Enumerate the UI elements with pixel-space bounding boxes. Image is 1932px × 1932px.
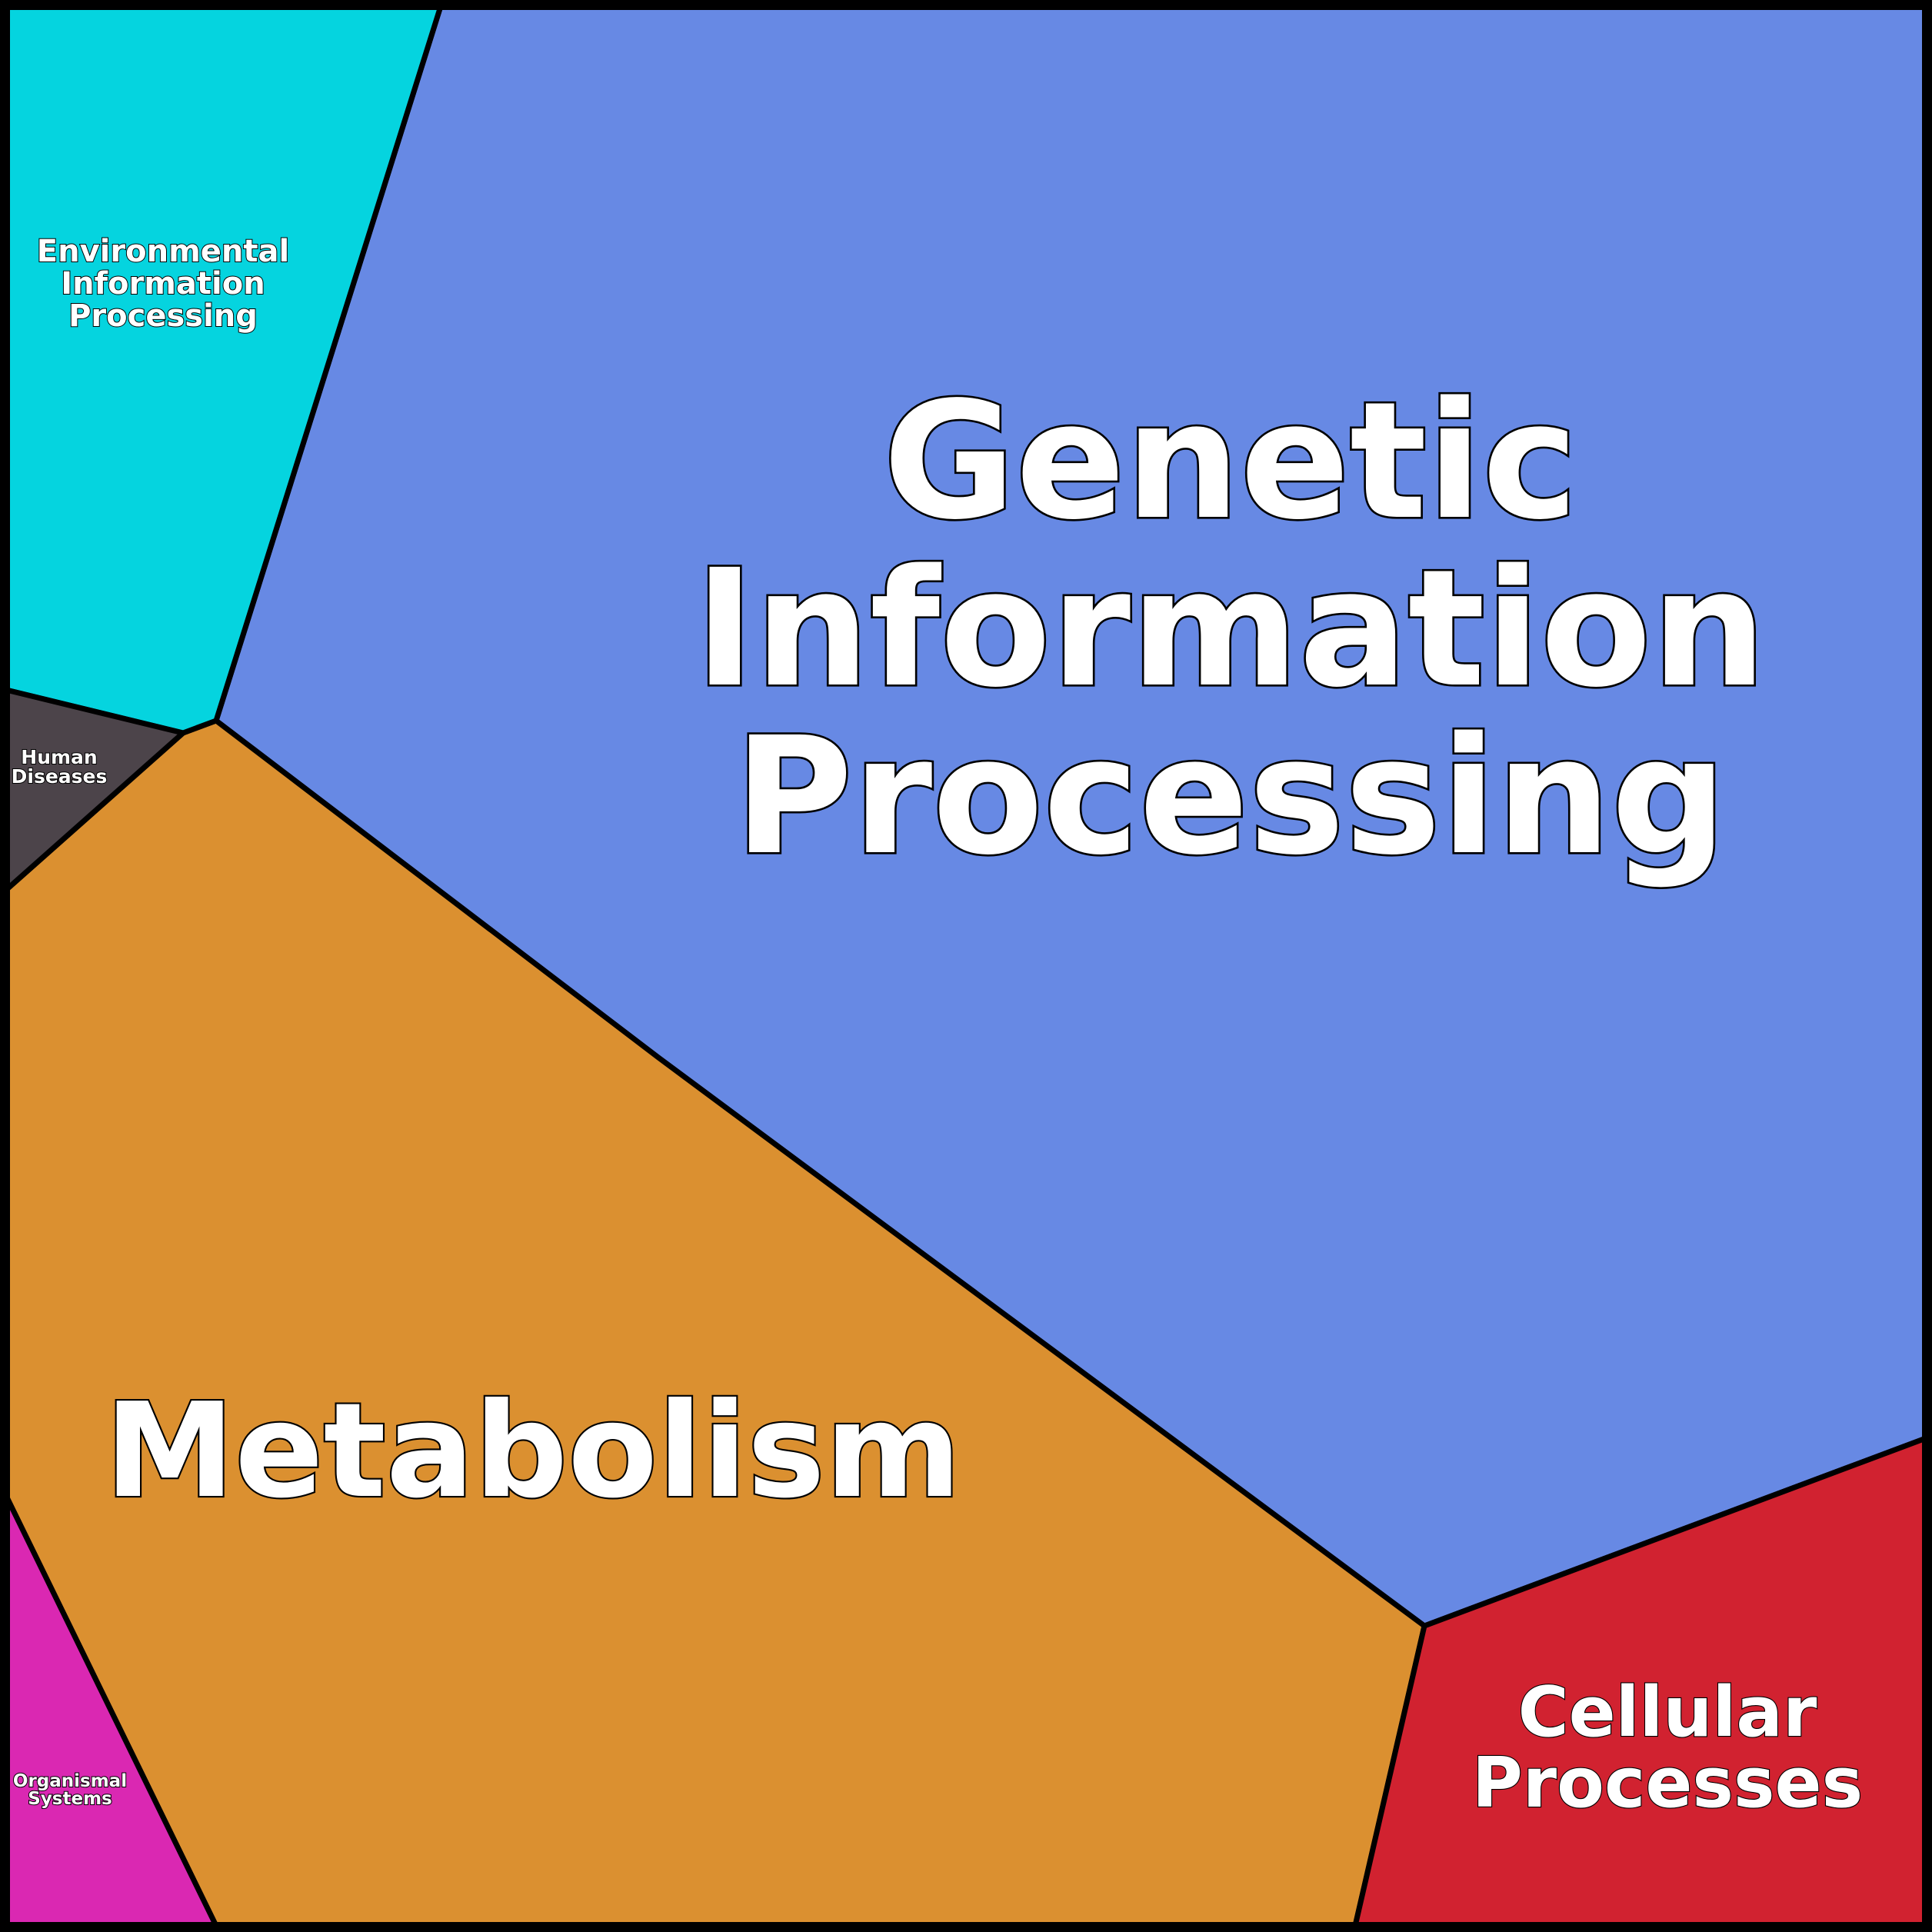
cells-layer [3,3,1929,1929]
label-genetic-line-1: Genetic [883,367,1578,555]
label-environmental-line-2: Information [61,266,265,301]
label-environmental-line-1: Environmental [37,234,289,269]
label-human-line-2: Diseases [12,765,108,788]
label-cellular-line-2: Processes [1472,1743,1863,1824]
label-genetic-line-2: Information [695,535,1767,723]
label-metabolism: Metabolism [105,1375,961,1527]
label-organismal-line-2: Systems [28,1789,112,1809]
label-genetic-line-3: Processing [734,702,1727,891]
label-human-line-1: Human [21,746,97,768]
label-environmental-line-3: Processing [68,298,258,334]
label-organismal-line-1: Organismal [13,1771,127,1791]
label-cellular-line-1: Cellular [1518,1672,1817,1753]
label-metabolism-line-1: Metabolism [105,1375,961,1527]
